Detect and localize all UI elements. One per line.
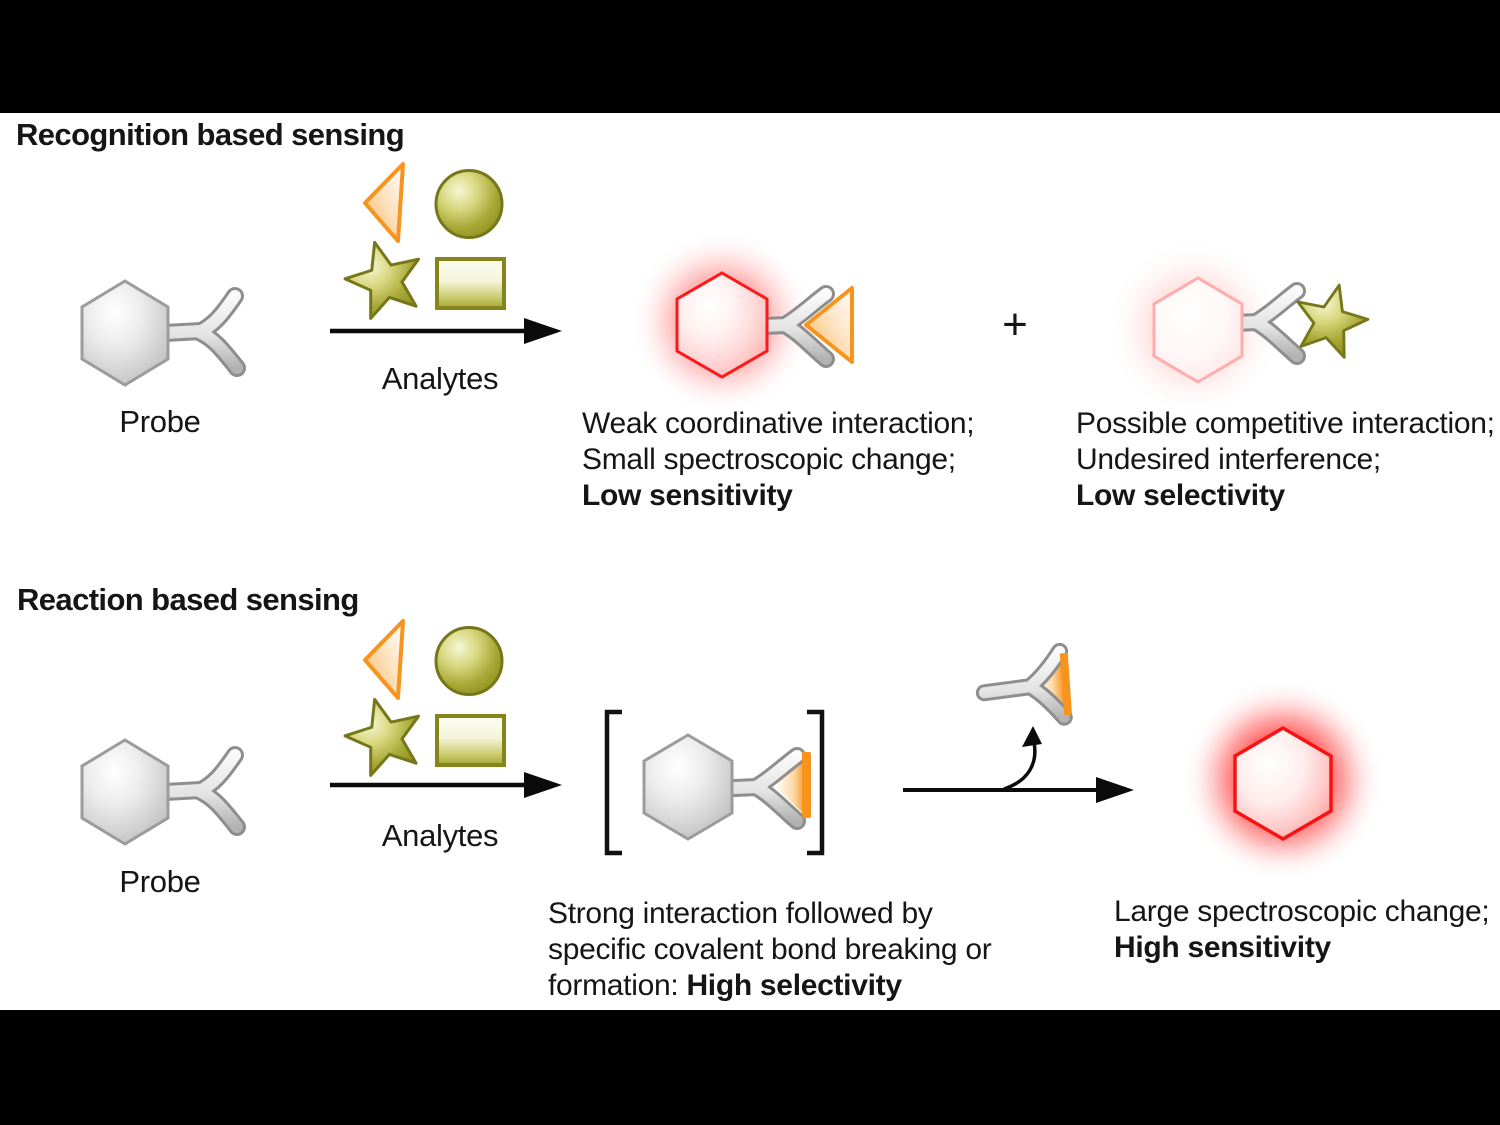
competitive-outcome-line3: Low selectivity	[1076, 479, 1285, 512]
analyte-star-icon	[343, 240, 420, 320]
section-title-reaction: Reaction based sensing	[17, 582, 359, 617]
competitive-outcome-line2: Undesired interference;	[1076, 443, 1381, 476]
weak-outcome-line1: Weak coordinative interaction;	[582, 407, 975, 440]
covalent-bond-strip-icon	[1059, 652, 1072, 716]
competitive-outcome-line1: Possible competitive interaction;	[1076, 407, 1495, 440]
intermediate-outcome-line3: formation: High selectivity	[548, 968, 991, 1004]
competitive-outcome-text: Possible competitive interaction; Undesi…	[1076, 406, 1495, 514]
intermediate-outcome-text: Strong interaction followed by specific …	[548, 896, 992, 1004]
excited-hexagon-icon	[675, 271, 769, 379]
receptor-y-icon	[725, 747, 806, 830]
right-bracket-icon	[807, 709, 825, 856]
analytes-label: Analytes	[381, 361, 499, 396]
product-outcome-text: Large spectroscopic change; High sensiti…	[1114, 894, 1490, 966]
probe-hexagon-icon	[80, 279, 170, 387]
probe-label: Probe	[119, 404, 201, 439]
covalent-triangle-gradient	[775, 755, 806, 816]
weak-outcome-line2: Small spectroscopic change;	[582, 443, 956, 476]
analyte-rectangle-icon	[435, 257, 506, 310]
product-outcome-line1: Large spectroscopic change;	[1114, 895, 1490, 928]
analyte-cluster	[335, 619, 506, 782]
analytes-label: Analytes	[381, 818, 499, 853]
faint-hexagon-icon	[1152, 276, 1244, 384]
weak-complex-icon	[675, 271, 854, 379]
receptor-y-icon	[156, 287, 246, 377]
intermediate-outcome-line2: specific covalent bond breaking or	[548, 933, 992, 966]
product-outcome-line2: High sensitivity	[1114, 931, 1331, 964]
analyte-circle-icon	[434, 169, 504, 239]
intermediate-outcome-line1: Strong interaction followed by	[548, 897, 933, 930]
reaction-arrow-top-icon	[330, 318, 562, 344]
intermediate-outcome-line3-prefix: formation:	[548, 969, 687, 1002]
bound-star-analyte-icon	[1296, 283, 1370, 359]
section-title-recognition: Recognition based sensing	[16, 117, 405, 152]
reaction-arrow-bottom-icon	[330, 772, 562, 798]
intermediate-outcome-line3-bold: High selectivity	[686, 969, 902, 1002]
analyte-cluster	[343, 162, 506, 320]
product-hexagon-icon	[1233, 725, 1333, 842]
weak-outcome-line3: Low sensitivity	[582, 479, 793, 512]
analyte-triangle-icon	[363, 162, 405, 243]
receptor-y-fragment-icon	[975, 642, 1073, 726]
probe-icon	[82, 740, 237, 844]
bound-triangle-analyte-icon	[804, 286, 854, 364]
intermediate-complex-icon	[604, 709, 825, 856]
leaving-group-curved-arrow-icon	[1003, 726, 1042, 791]
covalent-bond-strip-icon	[802, 752, 811, 818]
left-bracket-icon	[604, 709, 622, 856]
leaving-group-icon	[975, 642, 1073, 726]
competitive-complex-icon	[1152, 276, 1370, 384]
intermediate-hexagon-icon	[642, 733, 734, 841]
weak-outcome-text: Weak coordinative interaction; Small spe…	[582, 406, 975, 514]
elimination-arrow-icon	[903, 777, 1134, 803]
probe-label: Probe	[119, 864, 201, 899]
probe-icon	[80, 279, 246, 387]
plus-sign: +	[1002, 300, 1028, 349]
